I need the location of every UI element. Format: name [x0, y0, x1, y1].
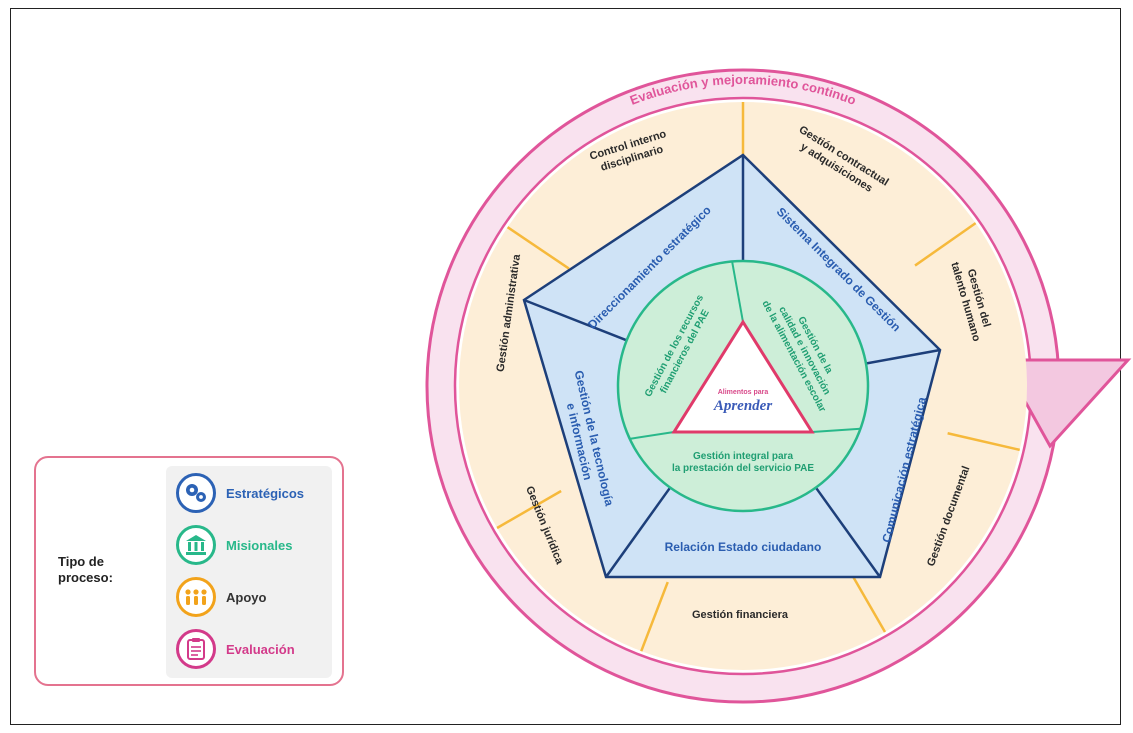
support-divider — [496, 489, 562, 530]
legend-label: Estratégicos — [226, 485, 305, 501]
legend: Tipo de proceso: Estratégicos — [34, 456, 344, 686]
support-divider — [846, 567, 887, 633]
legend-label: Apoyo — [226, 589, 267, 605]
bank-icon — [176, 525, 216, 565]
center-triangle — [671, 319, 815, 434]
support-divider — [506, 226, 570, 270]
strategic-item-label: Relación Estado ciudadano — [665, 540, 822, 554]
legend-label: Evaluación — [226, 641, 295, 657]
support-divider — [914, 222, 977, 267]
legend-label: Misionales — [226, 537, 293, 553]
logo-line-2: Aprender — [713, 398, 773, 414]
support-divider — [947, 432, 1021, 452]
mission-divider — [731, 261, 744, 323]
support-divider — [640, 581, 669, 652]
mission-divider — [629, 431, 675, 440]
legend-item-estrategicos: Estratégicos — [176, 472, 336, 514]
strategic-divider — [814, 486, 882, 578]
legend-item-misionales: Misionales — [176, 524, 336, 566]
strategic-divider — [865, 348, 941, 365]
mission-divider — [811, 427, 861, 433]
clipboard-icon — [176, 629, 216, 669]
strategic-divider — [604, 486, 672, 578]
legend-list: Estratégicos Misionales — [166, 466, 332, 678]
logo-line-1: Alimentos para — [718, 389, 769, 396]
legend-title: Tipo de proceso: — [58, 554, 113, 585]
legend-item-evaluacion: Evaluación — [176, 628, 336, 670]
people-icon — [176, 577, 216, 617]
legend-item-apoyo: Apoyo — [176, 576, 336, 618]
support-item-label: Gestión financiera — [692, 609, 789, 621]
gears-icon — [176, 473, 216, 513]
strategic-divider — [523, 298, 628, 342]
